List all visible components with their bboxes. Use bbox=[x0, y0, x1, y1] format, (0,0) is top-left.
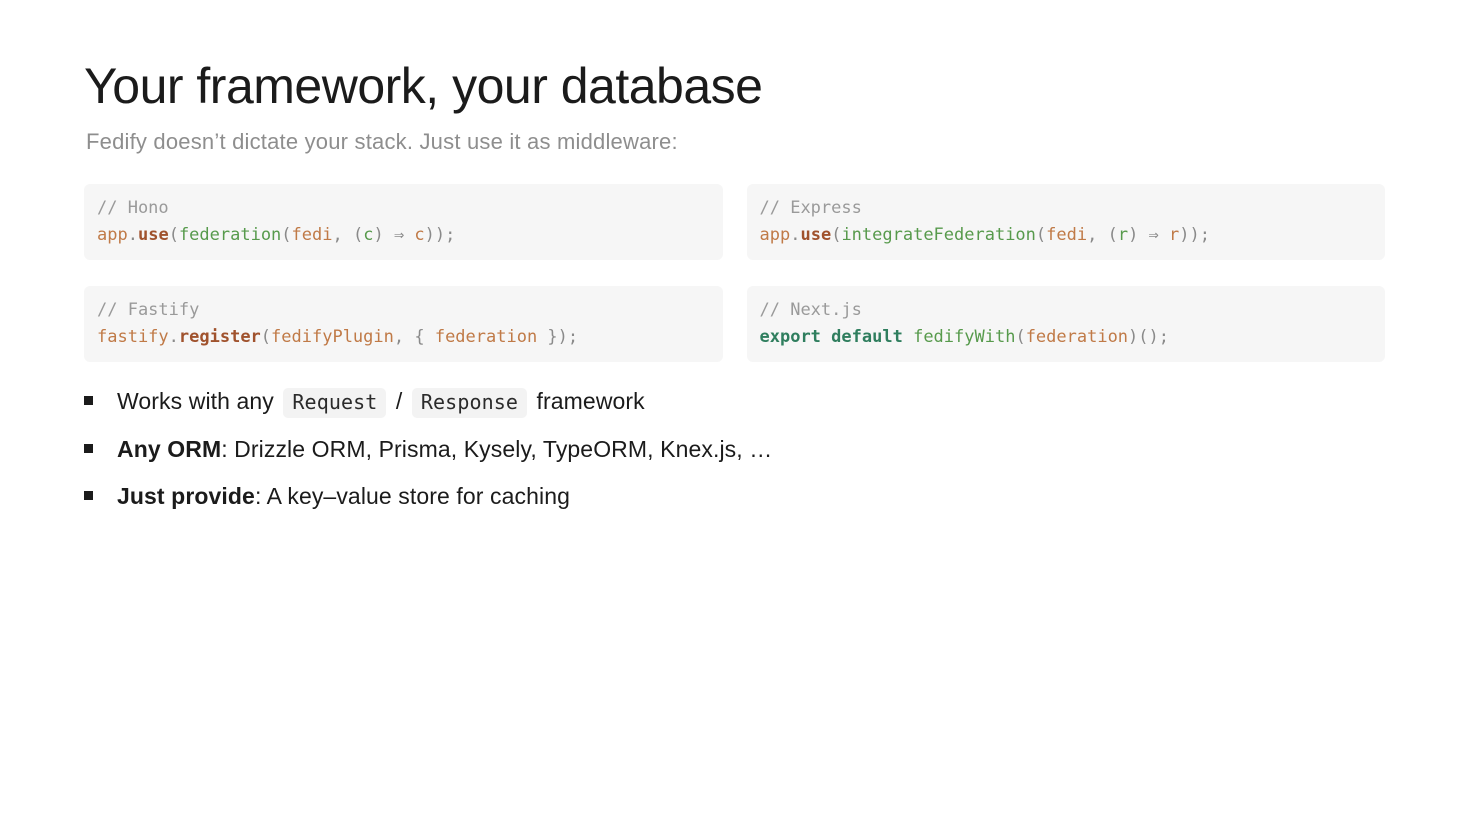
code-token-method: use bbox=[800, 224, 832, 245]
code-line: app.use(integrateFederation(fedi, (r) ⇒ … bbox=[760, 225, 1211, 245]
code-token-punct bbox=[821, 327, 831, 347]
code-token-punct: . bbox=[168, 326, 179, 347]
code-token-keyword: default bbox=[831, 326, 903, 347]
bullet-item-works-with-any-framework: Works with any Request / Response framew… bbox=[84, 386, 1385, 418]
code-token-punct: ( bbox=[1015, 326, 1026, 347]
code-line: fastify.register(fedifyPlugin, { federat… bbox=[97, 327, 578, 347]
code-token-variable: r bbox=[1169, 224, 1180, 245]
text-segment: : Drizzle ORM, Prisma, Kysely, TypeORM, … bbox=[221, 435, 773, 462]
code-token-punct: . bbox=[127, 224, 138, 245]
text-segment: : A key–value store for caching bbox=[254, 482, 571, 509]
code-token-variable: fedi bbox=[291, 224, 333, 245]
bullet-text: Any ORM: Drizzle ORM, Prisma, Kysely, Ty… bbox=[117, 434, 772, 464]
code-token-method: use bbox=[137, 224, 169, 245]
slide-subtitle: Fedify doesn’t dictate your stack. Just … bbox=[86, 128, 678, 154]
slide-title: Your framework, your database bbox=[84, 58, 763, 114]
code-comment: // Express bbox=[759, 197, 862, 218]
bullet-square-icon bbox=[84, 395, 93, 405]
bullet-square-icon bbox=[84, 490, 93, 500]
code-block-express: // Express app.use(integrateFederation(f… bbox=[746, 183, 1385, 260]
code-token-variable: fedifyPlugin bbox=[271, 326, 394, 347]
code-token-param: c bbox=[363, 224, 374, 245]
code-token-variable: app bbox=[97, 224, 128, 245]
code-token-punct: . bbox=[790, 224, 801, 245]
code-comment: // Hono bbox=[97, 197, 169, 218]
code-token-variable: c bbox=[414, 224, 425, 245]
code-token-punct: ( bbox=[1035, 224, 1047, 245]
code-token-punct: }); bbox=[537, 326, 579, 347]
code-token-method: register bbox=[178, 326, 261, 347]
code-token-param: r bbox=[1117, 224, 1129, 245]
code-block-nextjs: // Next.js export default fedifyWith(fed… bbox=[746, 285, 1385, 362]
code-token-punct: ) ⇒ bbox=[1128, 224, 1170, 245]
code-token-keyword: export bbox=[759, 326, 821, 347]
code-comment: // Fastify bbox=[97, 299, 200, 320]
code-token-variable: federation bbox=[1025, 326, 1129, 347]
text-segment: / bbox=[389, 387, 409, 414]
bullet-item-just-provide: Just provide: A key–value store for cach… bbox=[84, 481, 1385, 511]
text-segment: Works with any bbox=[117, 387, 281, 414]
code-line: export default fedifyWith(federation)(); bbox=[760, 327, 1170, 347]
code-token-punct: , ( bbox=[1087, 224, 1118, 245]
bullet-item-any-orm: Any ORM: Drizzle ORM, Prisma, Kysely, Ty… bbox=[84, 434, 1385, 464]
code-token-punct: ) ⇒ bbox=[373, 224, 415, 245]
text-segment: Just provide bbox=[117, 482, 255, 509]
inline-code-chip: Request bbox=[283, 387, 387, 418]
code-token-punct bbox=[903, 327, 913, 347]
code-line: app.use(federation(fedi, (c) ⇒ c)); bbox=[97, 225, 455, 245]
code-token-punct: , ( bbox=[332, 224, 364, 245]
code-block-hono: // Hono app.use(federation(fedi, (c) ⇒ c… bbox=[84, 183, 723, 260]
code-token-punct: )); bbox=[1179, 224, 1210, 245]
code-token-punct: ( bbox=[168, 224, 179, 245]
code-token-punct: ( bbox=[831, 224, 842, 245]
code-token-variable: app bbox=[759, 224, 791, 245]
code-token-punct: )(); bbox=[1128, 326, 1169, 347]
code-token-punct: )); bbox=[424, 224, 456, 245]
code-token-function: integrateFederation bbox=[841, 224, 1036, 245]
bullet-text: Works with any Request / Response framew… bbox=[117, 386, 645, 418]
bullet-text: Just provide: A key–value store for cach… bbox=[117, 481, 570, 511]
code-token-function: fedifyWith bbox=[913, 326, 1016, 347]
bullet-square-icon bbox=[84, 443, 93, 453]
code-comment: // Next.js bbox=[759, 299, 862, 320]
code-token-function: federation bbox=[178, 224, 282, 245]
code-block-fastify: // Fastify fastify.register(fedifyPlugin… bbox=[84, 285, 723, 362]
code-token-variable: fedi bbox=[1046, 224, 1088, 245]
code-token-variable: fastify bbox=[97, 326, 169, 347]
code-token-punct: , { bbox=[393, 326, 435, 347]
inline-code-chip: Response bbox=[411, 387, 528, 418]
bullet-list: Works with any Request / Response framew… bbox=[84, 386, 1385, 511]
code-token-punct: ( bbox=[281, 224, 292, 245]
code-token-punct: ( bbox=[260, 326, 272, 347]
code-token-variable: federation bbox=[434, 326, 538, 347]
text-segment: Any ORM bbox=[117, 435, 222, 462]
code-snippet-grid: // Hono app.use(federation(fedi, (c) ⇒ c… bbox=[84, 183, 1385, 362]
text-segment: framework bbox=[530, 387, 645, 414]
